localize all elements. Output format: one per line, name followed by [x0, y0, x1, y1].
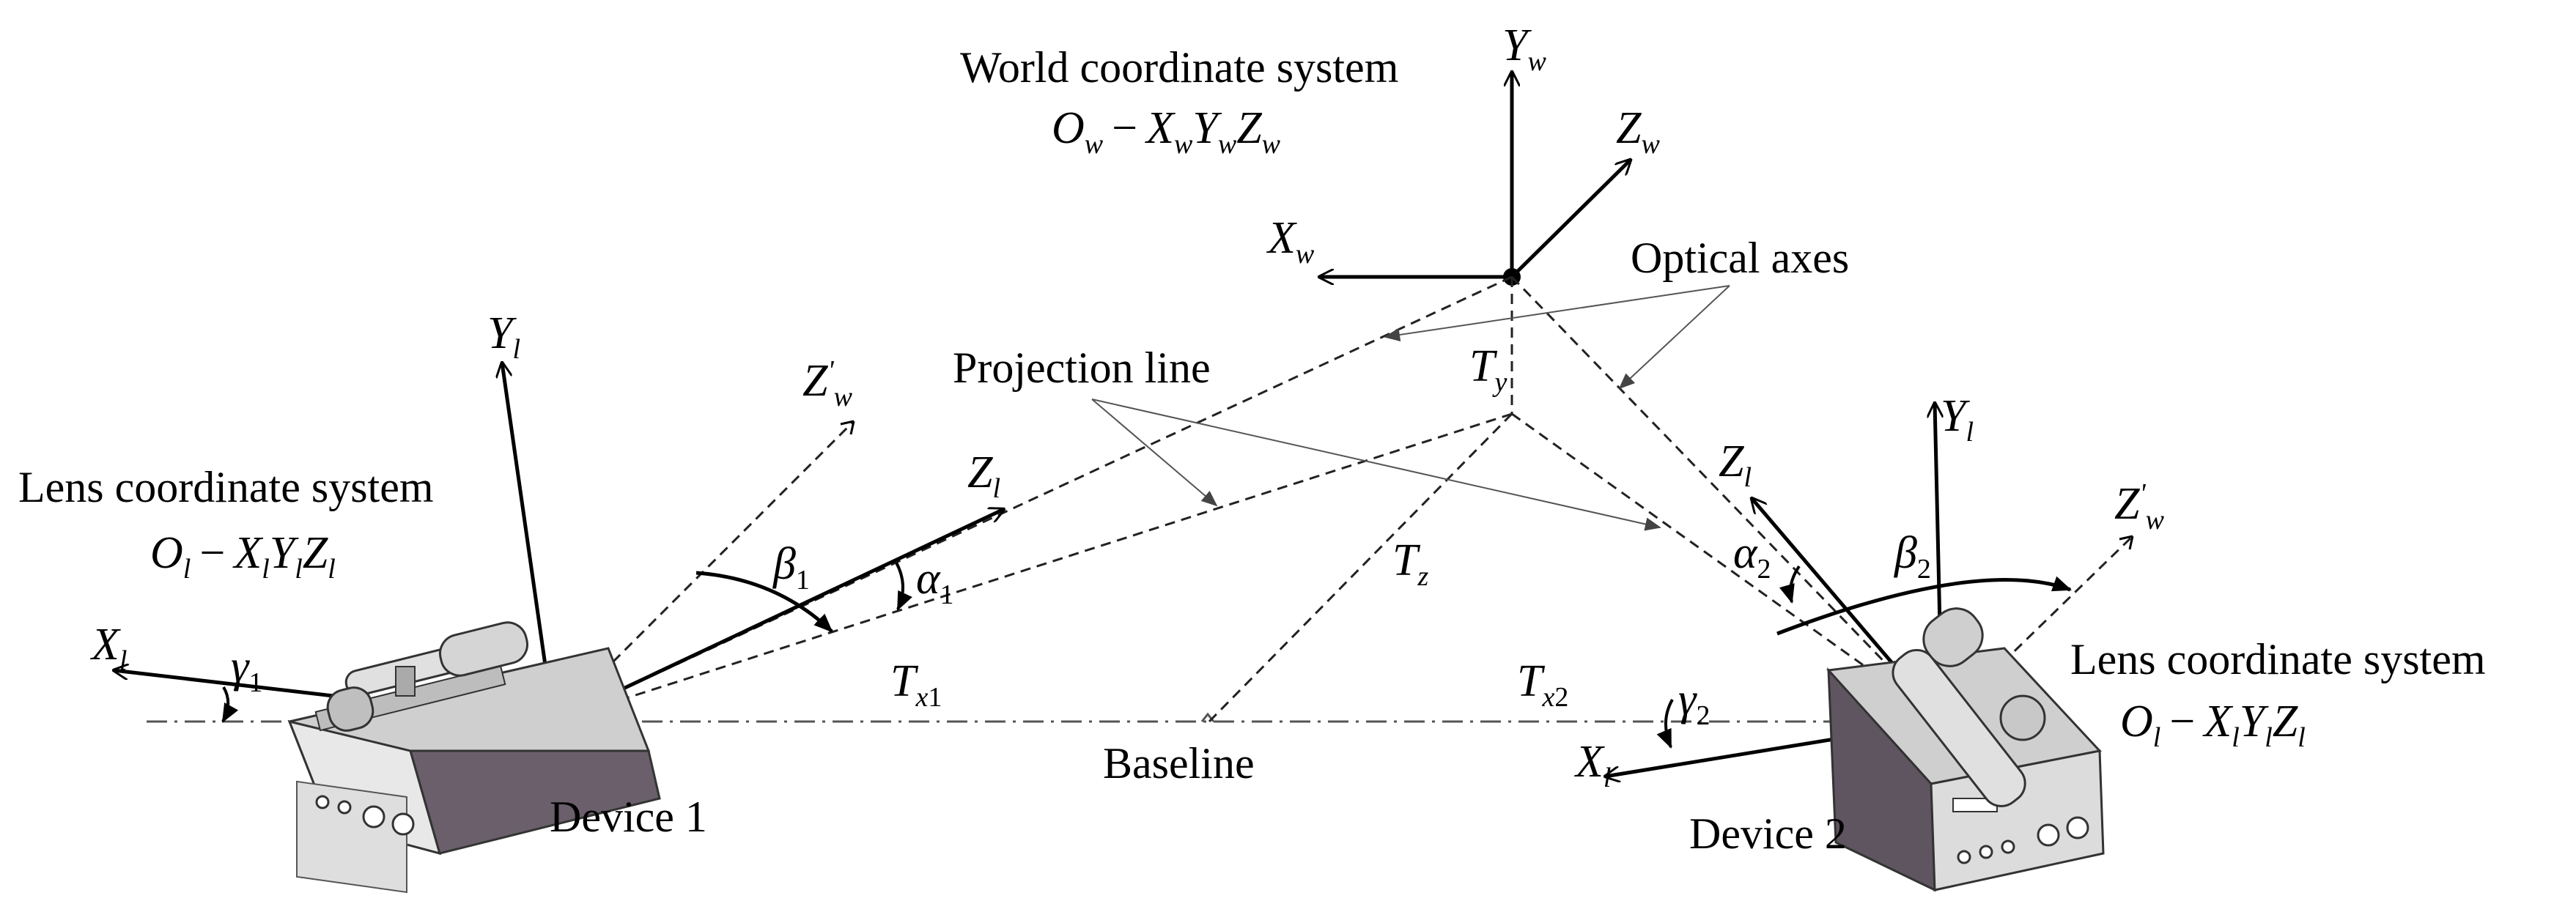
zw-prime-label-right: Z'w [2114, 478, 2165, 535]
gamma1-arc [221, 686, 239, 723]
gamma2-label: γ2 [1678, 675, 1710, 731]
beta1-arc [695, 571, 833, 633]
device2-label: Device 2 [1689, 809, 1847, 858]
lens-system-formula-left: Ol−XlYlZl [150, 528, 336, 585]
xw-label: Xw [1266, 213, 1315, 270]
ty-label: Ty [1469, 341, 1507, 398]
tx1-label: Tx1 [890, 656, 942, 713]
beta1-label: β1 [772, 539, 810, 596]
beta2-label: β2 [1894, 528, 1931, 585]
tz-label: Tz [1392, 535, 1428, 592]
yl-label-left: Yl [487, 308, 520, 365]
zl-label-right: Zl [1719, 437, 1752, 493]
device1-label: Device 1 [550, 793, 707, 841]
world-system-title: World coordinate system [960, 43, 1398, 92]
xl-label-right: Xl [1573, 737, 1611, 793]
alpha2-label: α2 [1733, 528, 1771, 585]
zw-label: Zw [1616, 103, 1660, 160]
gamma2-arc [1656, 699, 1674, 749]
zw-prime-label-left: Z'w [802, 355, 853, 412]
lens-system-title-right: Lens coordinate system [2070, 635, 2486, 683]
baseline-label: Baseline [1103, 739, 1255, 787]
lens-system-title-left: Lens coordinate system [18, 463, 434, 511]
device2-image [1826, 607, 2105, 892]
leader-lines [1091, 285, 1730, 531]
zl-label-left: Zl [967, 448, 1000, 504]
alpha1-label: α1 [916, 554, 954, 610]
world-axes [1319, 72, 1631, 277]
world-system-formula: Ow−XwYwZw [1052, 103, 1281, 160]
alpha2-arc [1779, 565, 1801, 604]
alpha1-arc [895, 562, 912, 611]
xl-label-left: Xl [89, 620, 127, 676]
gamma1-label: γ1 [231, 642, 262, 698]
beta2-arc [1776, 576, 2073, 636]
lens-system-formula-right: Ol−XlYlZl [2120, 697, 2306, 753]
device1-image [287, 621, 661, 894]
optical-axes-label: Optical axes [1631, 234, 1849, 282]
tx2-label: Tx2 [1517, 656, 1568, 713]
projection-line-label: Projection line [953, 344, 1211, 392]
dashed-construction-lines [552, 275, 2134, 723]
yw-label: Yw [1502, 21, 1546, 77]
yl-label-right: Yl [1941, 391, 1974, 448]
